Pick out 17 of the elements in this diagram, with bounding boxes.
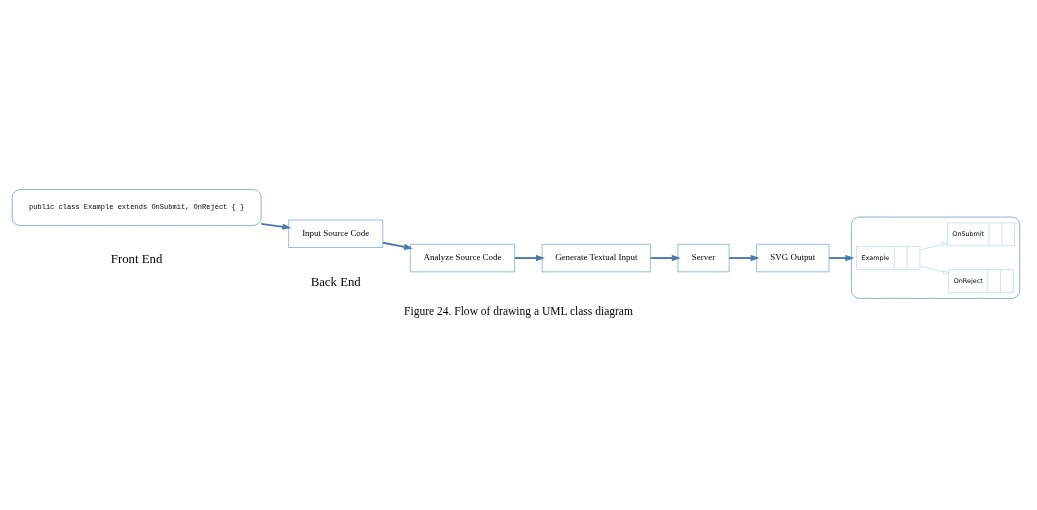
label: Front End: [110, 251, 163, 266]
arrow: [513, 254, 545, 261]
caption: Figure 24. Flow of drawing a UML class diagram: [404, 304, 633, 317]
arrow: [919, 241, 948, 250]
node-box: SVG Output: [756, 243, 830, 272]
arrow: [649, 254, 681, 261]
node-box: Analyze Source Code: [410, 243, 515, 272]
node-box: Server: [677, 243, 730, 272]
arrow: [728, 254, 760, 261]
arrow: [381, 241, 413, 250]
arrow: [919, 265, 949, 274]
arrow: [260, 222, 292, 230]
node-box: Generate Textual Input: [541, 243, 651, 272]
cluster: [851, 216, 1021, 299]
arrow: [828, 254, 855, 261]
node-box: Input Source Code: [288, 219, 384, 248]
label: Back End: [310, 274, 361, 289]
